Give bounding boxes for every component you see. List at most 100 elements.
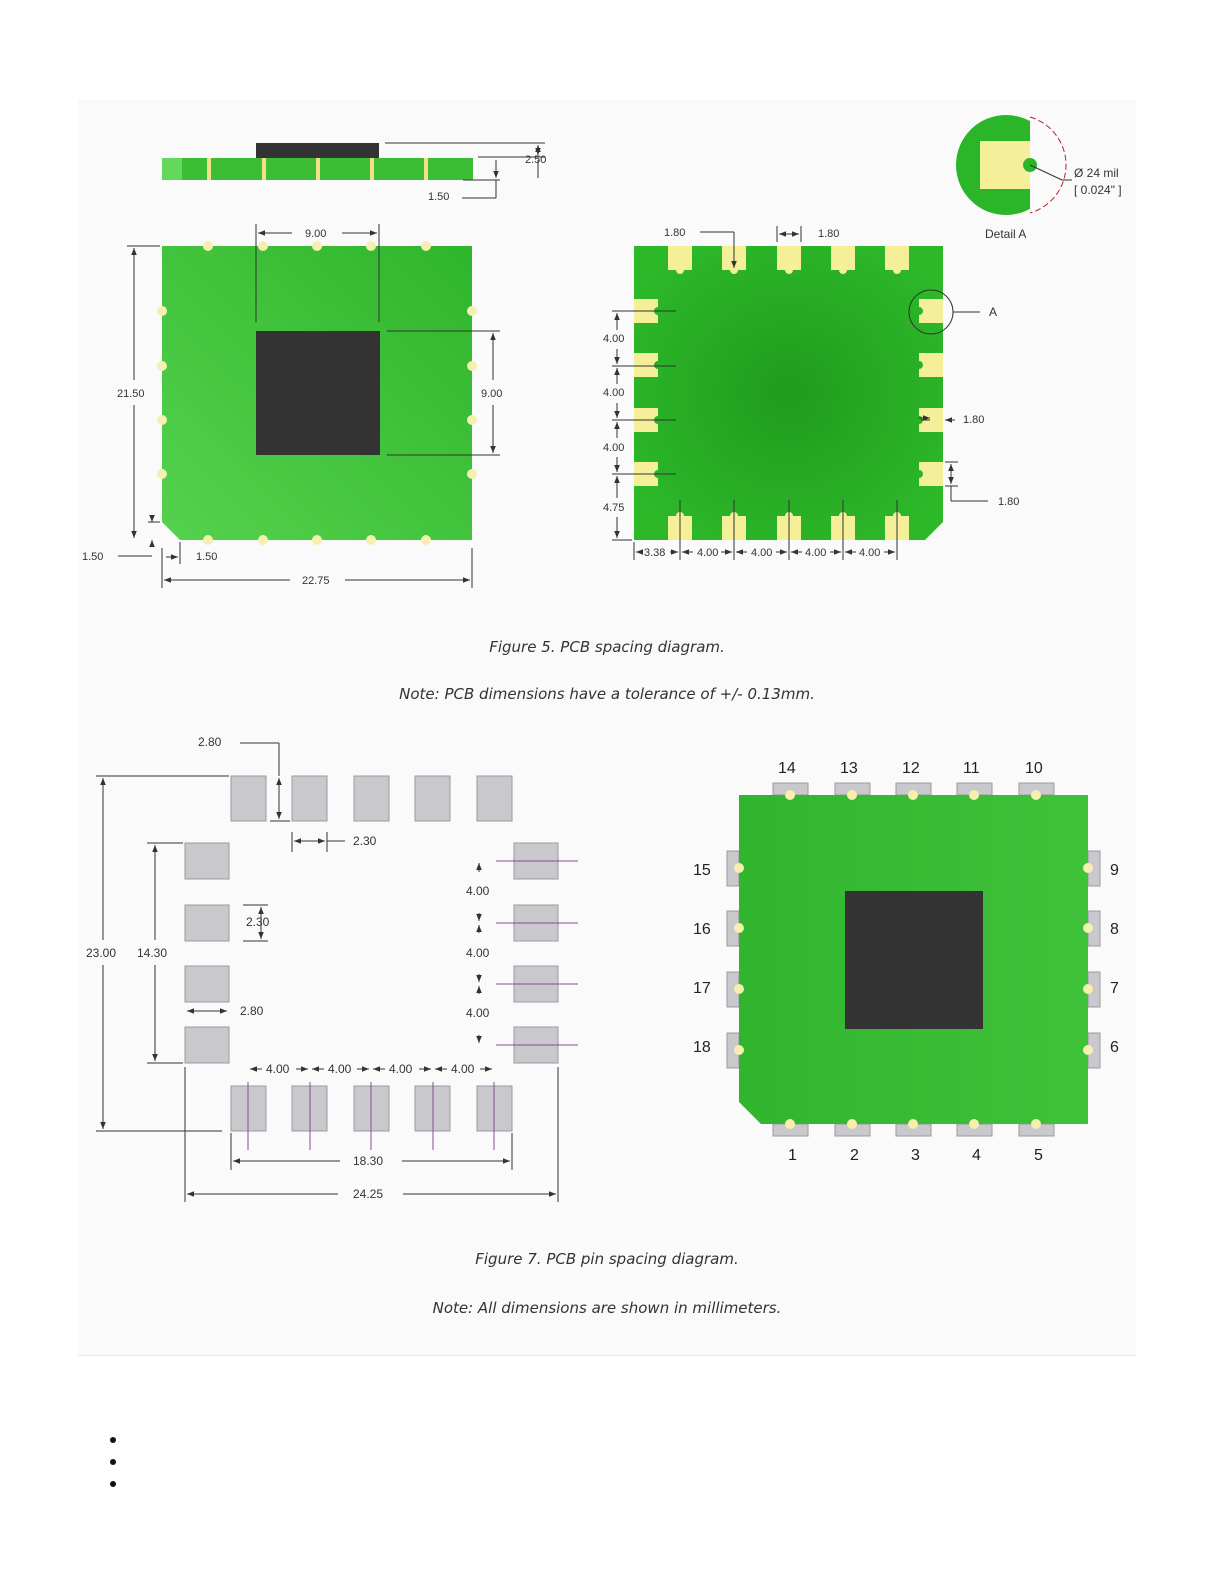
pin-label: 14 bbox=[778, 760, 796, 777]
bottom-pitch-label: 4.00 bbox=[805, 547, 826, 559]
top-castellation bbox=[258, 241, 268, 251]
chamfer-x-label: 1.50 bbox=[196, 551, 217, 563]
footprint-pad bbox=[184, 842, 230, 880]
right-pitch-label: 4.00 bbox=[466, 1006, 490, 1020]
top-castellation bbox=[467, 415, 477, 425]
pin-label: 15 bbox=[693, 862, 711, 879]
pinout-castellation bbox=[734, 863, 744, 873]
pinout-castellation bbox=[1031, 1119, 1041, 1129]
pad-size-left-label: 2.30 bbox=[246, 915, 270, 929]
top-castellation bbox=[157, 306, 167, 316]
top-castellation bbox=[366, 535, 376, 545]
detail-a-outline bbox=[1029, 116, 1067, 214]
side-castellation bbox=[207, 158, 211, 180]
bottom-pitch-label: 4.00 bbox=[859, 547, 880, 559]
right-pitch-label: 4.00 bbox=[466, 946, 490, 960]
pinout-castellation bbox=[734, 923, 744, 933]
pin-label: 9 bbox=[1110, 862, 1119, 879]
pinout-castellation bbox=[785, 790, 795, 800]
top-castellation bbox=[157, 469, 167, 479]
pin-label: 16 bbox=[693, 921, 711, 938]
top-castellation bbox=[258, 535, 268, 545]
pinout-castellation bbox=[1083, 863, 1093, 873]
pinout-castellation bbox=[847, 790, 857, 800]
left-pitch-label: 4.00 bbox=[603, 387, 624, 399]
top-castellation bbox=[312, 535, 322, 545]
top-castellation bbox=[467, 306, 477, 316]
bottom-pitch-label: 4.00 bbox=[266, 1062, 290, 1076]
bottom-pitch-label: 4.00 bbox=[389, 1062, 413, 1076]
section-divider bbox=[78, 1355, 1136, 1356]
side-castellation bbox=[424, 158, 428, 180]
side-shield bbox=[256, 143, 379, 158]
bottom-pad bbox=[919, 353, 943, 377]
pinout-castellation bbox=[785, 1119, 795, 1129]
pin-label: 7 bbox=[1110, 980, 1119, 997]
pad-gap-top-label: 1.80 bbox=[818, 228, 839, 240]
top-shield bbox=[256, 331, 380, 455]
top-castellation bbox=[312, 241, 322, 251]
bottom-pad bbox=[831, 246, 855, 274]
footprint-pad bbox=[184, 1026, 230, 1064]
list-item bbox=[104, 1452, 124, 1474]
top-castellation bbox=[467, 469, 477, 479]
figure7-note: Note: All dimensions are shown in millim… bbox=[432, 1299, 782, 1317]
pinout: 1 2 3 4 5 6 7 8 9 10 11 12 13 14 15 16 1… bbox=[693, 760, 1119, 1164]
bottom-pad bbox=[919, 299, 943, 323]
top-castellation bbox=[421, 241, 431, 251]
side-castellation bbox=[262, 158, 266, 180]
pinout-castellation bbox=[1083, 923, 1093, 933]
pinout-castellation bbox=[969, 790, 979, 800]
pinout-castellation bbox=[734, 984, 744, 994]
left-span-label: 14.30 bbox=[137, 946, 167, 960]
left-bottom-label: 4.75 bbox=[603, 502, 624, 514]
top-castellation bbox=[467, 361, 477, 371]
top-castellation bbox=[203, 535, 213, 545]
figure5-note: Note: PCB dimensions have a tolerance of… bbox=[399, 685, 815, 703]
top-castellation bbox=[421, 535, 431, 545]
left-pitch-label: 4.00 bbox=[603, 442, 624, 454]
detail-a-hole-mil: Ø 24 mil bbox=[1074, 166, 1119, 180]
top-castellation bbox=[157, 361, 167, 371]
overall-width-label: 24.25 bbox=[353, 1187, 383, 1201]
figure7-caption: Figure 7. PCB pin spacing diagram. bbox=[475, 1250, 739, 1268]
overall-height-label: 23.00 bbox=[86, 946, 116, 960]
bottom-pitch-label: 4.00 bbox=[751, 547, 772, 559]
pin-label: 4 bbox=[972, 1147, 981, 1164]
pin-label: 3 bbox=[911, 1147, 920, 1164]
bottom-first-label: 3.38 bbox=[644, 547, 665, 559]
footprint: 2.80 2.30 2.30 2.80 23.00 14.30 4.00 4.0… bbox=[86, 735, 578, 1202]
footprint-pad bbox=[476, 775, 513, 822]
list-item bbox=[104, 1474, 124, 1496]
pin-label: 8 bbox=[1110, 921, 1119, 938]
pin-label: 6 bbox=[1110, 1039, 1119, 1056]
shield-height-label: 9.00 bbox=[481, 388, 502, 400]
footprint-pad bbox=[353, 775, 390, 822]
pinout-castellation bbox=[1083, 984, 1093, 994]
board-height-label: 21.50 bbox=[117, 388, 145, 400]
right-pad-width-label: 1.80 bbox=[963, 414, 984, 426]
pinout-castellation bbox=[969, 1119, 979, 1129]
pin-label: 1 bbox=[788, 1147, 797, 1164]
footprint-pad bbox=[184, 965, 230, 1003]
pad-length-top-label: 2.80 bbox=[198, 735, 222, 749]
pad-length-left-label: 2.80 bbox=[240, 1004, 264, 1018]
side-view: 2.50 1.50 bbox=[162, 142, 546, 203]
pad-width-top-label: 1.80 bbox=[664, 227, 685, 239]
pin-label: 12 bbox=[902, 760, 920, 777]
side-castellation bbox=[370, 158, 374, 180]
top-castellation bbox=[157, 415, 167, 425]
footprint-pad bbox=[291, 775, 328, 822]
bottom-pad bbox=[919, 408, 943, 432]
bottom-span-label: 18.30 bbox=[353, 1154, 383, 1168]
pin-label: 5 bbox=[1034, 1147, 1043, 1164]
pin-label: 17 bbox=[693, 980, 711, 997]
detail-a-board-edge bbox=[1030, 117, 1066, 213]
bottom-pad bbox=[668, 246, 692, 274]
board-width-label: 22.75 bbox=[302, 575, 330, 587]
pin-label: 13 bbox=[840, 760, 858, 777]
bullet-list bbox=[104, 1430, 124, 1496]
detail-a-title: Detail A bbox=[985, 227, 1026, 241]
shield-width-label: 9.00 bbox=[305, 228, 326, 240]
